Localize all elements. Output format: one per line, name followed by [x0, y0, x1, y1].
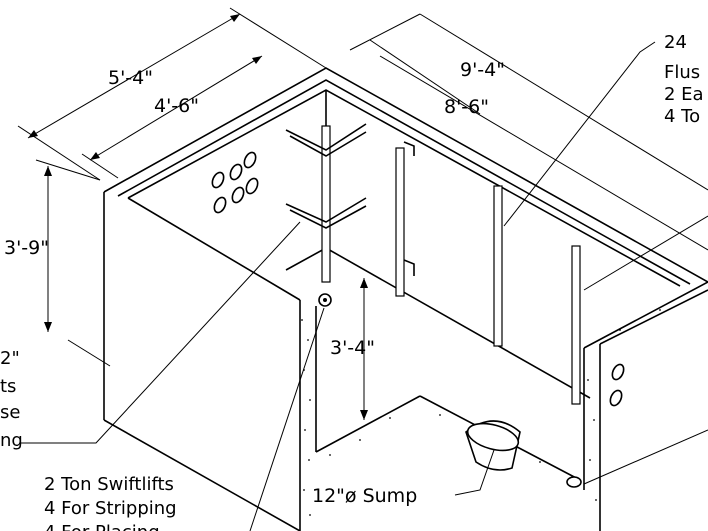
callout-right-line-2: Flus — [664, 62, 700, 83]
swiftlift-note-line-2: 4 For Stripping — [44, 498, 177, 519]
swiftlift-note-line-3: 4 For Placing — [44, 522, 160, 531]
drain-fitting — [566, 476, 582, 488]
dim-outer-length: 5'-4" — [108, 67, 153, 89]
wall-knockouts-right — [609, 363, 625, 407]
dimension-lines — [17, 7, 708, 420]
swiftlift-insert — [318, 293, 332, 307]
callout-right-line-4: 4 To — [664, 106, 700, 127]
callout-left-line-1: 2" — [0, 348, 20, 369]
callout-right-line-1: 24 — [664, 32, 687, 53]
dim-inner-length: 4'-6" — [154, 95, 199, 117]
swiftlift-note-line-1: 2 Ton Swiftlifts — [44, 474, 174, 495]
callout-left-line-3: se — [0, 402, 20, 423]
dim-inner-width: 8'-6" — [444, 96, 489, 118]
cable-rack-arms — [285, 123, 415, 276]
callout-left-line-2: ts — [0, 376, 16, 397]
dim-overall-height: 3'-9" — [4, 237, 49, 259]
sump-label: 12"ø Sump — [312, 485, 417, 507]
sump-pit — [465, 420, 521, 471]
callout-right-line-3: 2 Ea — [664, 84, 704, 105]
dim-interior-depth: 3'-4" — [330, 337, 375, 359]
callout-left-line-4: ng — [0, 430, 23, 451]
vault-outline — [103, 67, 708, 531]
leader-lines — [20, 41, 708, 531]
dim-outer-width: 9'-4" — [460, 59, 505, 81]
unistrut-rails — [321, 125, 581, 405]
wall-knockouts-left — [211, 151, 259, 214]
